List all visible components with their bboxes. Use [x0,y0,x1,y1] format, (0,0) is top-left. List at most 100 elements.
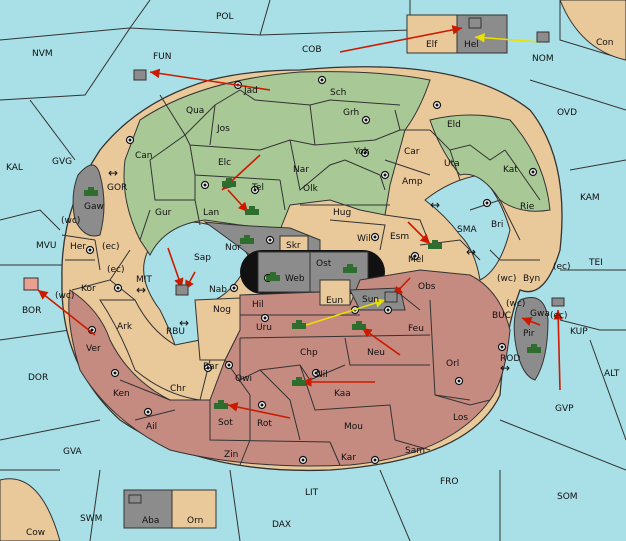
territory-label-rot: Rot [257,419,272,429]
territory-label-orn: Orn [187,516,203,526]
territory-label-neu: Neu [367,348,385,358]
territory-label-ovd: OVD [557,108,577,118]
red-region [68,269,511,467]
territory-label-kaa: Kaa [334,389,351,399]
territory-label-bri: Bri [491,220,503,230]
territory-label-nil: Nil [316,370,328,380]
orn-territory[interactable] [171,489,217,529]
territory-label-pol: POL [216,12,234,22]
territory-label-mou: Mou [344,422,363,432]
strait-connectors: ↔ ↔ ↔ ↔ ↔ ↔ [108,166,510,375]
territory-label-cob: COB [302,45,322,55]
territory-label-nor: Nor [225,243,241,253]
territory-label-gvp: GVP [555,404,574,414]
territory-label-amp: Amp [402,177,423,187]
territory-label-gwa: Gwa [530,309,550,319]
red-borders [119,289,491,466]
territory-label-lit: LIT [305,488,319,498]
territory-label-wc3: (wc) [55,291,74,301]
territory-label-gor: GOR [107,183,127,193]
territory-label-olk: Olk [303,184,319,194]
territory-labels: POL NVM FUN COB Elf Hel NOM Con OVD Jad … [6,12,620,538]
territory-label-ken: Ken [113,389,130,399]
territory-label-zin: Zin [224,450,238,460]
territory-label-kar: Kar [341,453,356,463]
territory-label-ver: Ver [86,344,101,354]
territory-label-swm: SWM [80,514,102,524]
territory-label-esm: Esm [390,232,409,242]
territory-label-sap: Sap [194,253,211,263]
territory-label-lan: Lan [203,208,219,218]
territory-label-ec2: (ec) [107,265,125,275]
territory-label-uta: Uta [444,159,460,169]
territory-label-nab: Nab [209,285,227,295]
territory-label-wc2: (wc) [497,274,516,284]
territory-label-eld: Eld [447,120,461,130]
svg-text:↔: ↔ [179,316,189,330]
territory-label-rie: Rie [520,202,535,212]
territory-label-car: Car [404,147,420,157]
green-region-east [429,114,551,212]
territory-label-tel: Tel [251,183,264,193]
territory-label-hug: Hug [333,208,351,218]
territory-label-gva: GVA [63,447,83,457]
territory-label-orl: Orl [446,359,459,369]
west-borders [61,234,136,301]
territory-label-mit: MIT [136,275,152,285]
bor-marker [23,277,39,291]
territory-label-fro: FRO [440,477,459,487]
nog-bar-territory[interactable] [194,297,241,361]
territory-label-byn: Byn [523,274,540,284]
territory-label-her: Her [70,242,86,252]
territory-label-skr: Skr [286,241,301,251]
territory-label-yok: Yok [353,147,370,157]
territory-label-aba: Aba [142,516,159,526]
territory-label-web: Web [285,274,305,284]
territory-label-sma: SMA [457,225,477,235]
svg-text:↔: ↔ [500,361,510,375]
territory-label-ost: Ost [316,259,332,269]
territory-label-feu: Feu [408,324,424,334]
eun-territory[interactable] [319,279,351,306]
units [84,17,565,504]
territory-label-dax: DAX [272,520,291,530]
territory-label-sch: Sch [330,88,346,98]
territory-label-gvg: GVG [52,157,72,167]
territory-label-grh: Grh [343,108,359,118]
territory-label-rod: ROD [500,354,520,364]
territory-label-sot: Sot [218,418,233,428]
territory-label-sun: Sun [362,295,379,305]
territory-label-gaw: Gaw [84,202,104,212]
territory-label-nvm: NVM [32,49,53,59]
territory-label-uru: Uru [256,323,272,333]
territory-label-wc1: (wc) [61,216,80,226]
territory-label-ec3: (ec) [553,262,571,272]
territory-label-nar: Nar [293,165,309,175]
territory-label-kor: Kor [81,284,96,294]
territory-label-nom: NOM [532,54,554,64]
gaw-territory[interactable] [72,164,105,237]
svg-text:↔: ↔ [108,166,118,180]
territory-label-hil: Hil [252,300,264,310]
territory-label-chp: Chp [300,348,318,358]
territory-label-tei: TEI [588,258,603,268]
territory-label-pir: Pir [523,329,535,339]
territory-label-kup: KUP [570,327,588,337]
territory-label-fun: FUN [153,52,172,62]
territory-label-dor: DOR [28,373,48,383]
territory-label-wil: Wil [357,234,371,244]
territory-label-bor: BOR [22,306,41,316]
svg-text:↔: ↔ [430,198,440,212]
territory-label-alt: ALT [604,369,620,379]
territory-label-wc4: (wc) [506,299,525,309]
territory-label-kal: KAL [6,163,23,173]
territory-label-gur: Gur [155,208,172,218]
territory-label-con: Con [596,38,614,48]
territory-label-cow: Cow [26,528,45,538]
chr-ark-territory[interactable] [99,299,211,401]
territory-label-kat: Kat [503,165,518,175]
territory-label-can: Can [135,151,153,161]
